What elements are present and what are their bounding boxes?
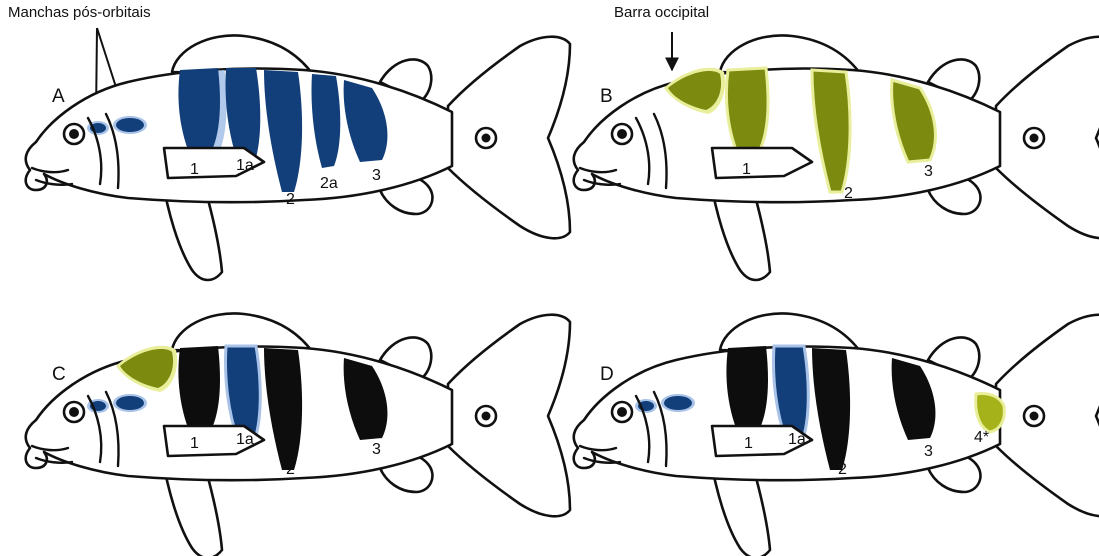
- panel-b: B 1 2 3: [574, 35, 1099, 280]
- panel-letter: C: [52, 364, 66, 385]
- bar-label: 1a: [788, 431, 806, 448]
- bar-label: 3: [924, 443, 933, 460]
- bar-label: 1: [190, 161, 199, 178]
- bar-label: 1: [744, 435, 753, 452]
- bar-label: 1a: [236, 431, 254, 448]
- bar-label: 3: [924, 163, 933, 180]
- panel-c: C 1 1a 2 3: [26, 313, 570, 556]
- bar-label: 3: [372, 167, 381, 184]
- panel-letter: A: [52, 86, 65, 107]
- bar-label: 3: [372, 441, 381, 458]
- bar-label: 1: [190, 435, 199, 452]
- bar-label: 2: [286, 191, 295, 208]
- bar-label: 1a: [236, 157, 254, 174]
- bar-label: 4*: [974, 429, 989, 446]
- panel-a: A 1 1a 2 2a 3: [26, 35, 570, 280]
- bar-label: 2: [286, 461, 295, 478]
- panel-letter: D: [600, 364, 614, 385]
- bar-label: 2: [838, 461, 847, 478]
- bar-label: 2: [844, 185, 853, 202]
- bar-label: 2a: [320, 175, 338, 192]
- panel-d: D 1 1a 2 3 4*: [574, 313, 1099, 556]
- bar-label: 1: [742, 161, 751, 178]
- panel-letter: B: [600, 86, 613, 107]
